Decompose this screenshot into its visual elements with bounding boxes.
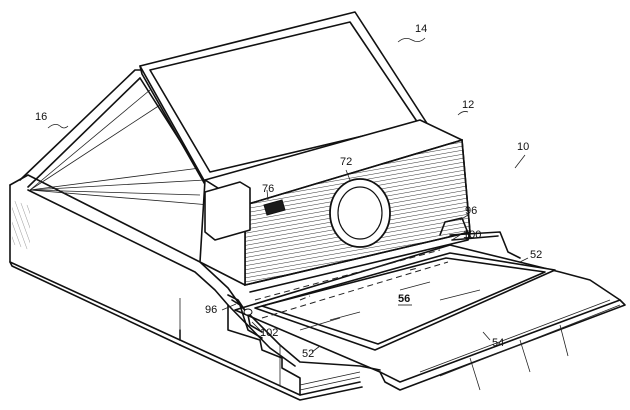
ref-16: 16 xyxy=(35,111,47,123)
base-housing xyxy=(9,174,381,401)
ref-100: 100 xyxy=(463,229,481,241)
ref-52-right: 52 xyxy=(530,249,542,261)
ref-56: 56 xyxy=(398,293,410,305)
ref-54: 54 xyxy=(492,337,504,349)
ref-72: 72 xyxy=(340,156,352,168)
tray-bracket xyxy=(439,217,521,259)
ref-96-right: 96 xyxy=(465,205,477,217)
ref-12: 12 xyxy=(462,99,474,111)
ref-52-left: 52 xyxy=(302,348,314,360)
leader-lines xyxy=(47,37,529,353)
lens-housing xyxy=(199,119,471,293)
film-tray xyxy=(234,244,626,391)
ref-76: 76 xyxy=(262,183,274,195)
ref-102: 102 xyxy=(260,327,278,339)
reference-numerals: 14 12 10 16 72 76 96 100 52 56 96 102 52… xyxy=(35,23,542,360)
ref-10: 10 xyxy=(517,141,529,153)
ref-96-left: 96 xyxy=(205,304,217,316)
ref-14: 14 xyxy=(415,23,427,35)
hinge-detail xyxy=(227,294,263,339)
